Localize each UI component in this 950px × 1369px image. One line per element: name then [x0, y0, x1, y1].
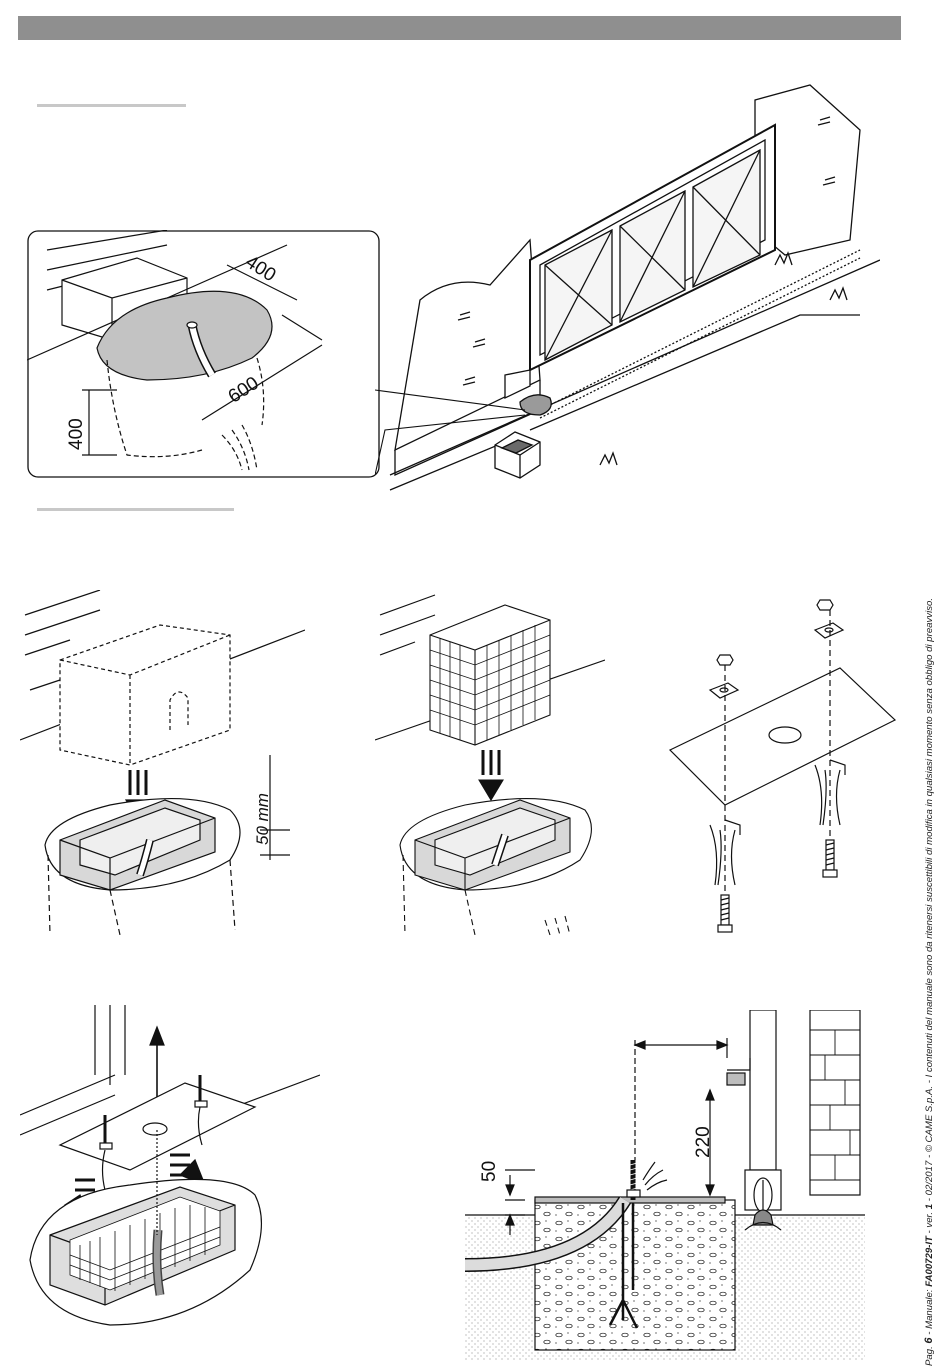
formwork-dim-margin: 50 mm — [253, 793, 272, 845]
footer-page-number: 6 — [923, 1337, 935, 1343]
detail-dim-depth: 400 — [66, 418, 87, 450]
footer-version-prefix: - ver. — [924, 1212, 935, 1234]
foundation-section-figure: 220 50 — [465, 1010, 865, 1360]
section-dim-height: 220 — [693, 1126, 714, 1158]
section-rule-1 — [37, 104, 186, 107]
footer-page-label: Pag. — [924, 1346, 935, 1366]
section-rule-2 — [37, 508, 234, 511]
footer-manual-code: FA00729-IT — [924, 1236, 935, 1287]
foundation-detail-figure: 400 600 400 — [27, 230, 380, 478]
plate-insertion-figure — [20, 1005, 320, 1350]
base-plate-exploded-figure — [665, 590, 905, 940]
footer-version-number: 1 — [924, 1204, 935, 1209]
section-dim-depth: 50 — [479, 1161, 500, 1182]
formwork-figure: 50 mm — [20, 590, 305, 940]
detail-leader-line — [375, 385, 535, 480]
header-bar — [18, 16, 901, 40]
footer-note: Pag. 6 - Manuale: FA00729-IT - ver. 1 - … — [923, 566, 935, 1366]
reinforcement-cage-figure — [375, 590, 605, 940]
footer-disclaimer: I contenuti del manuale sono da riteners… — [924, 598, 935, 1077]
footer-manual-prefix: - Manuale: — [924, 1289, 935, 1334]
footer-date: - 02/2017 - © CAME S.p.A. - — [924, 1080, 935, 1201]
